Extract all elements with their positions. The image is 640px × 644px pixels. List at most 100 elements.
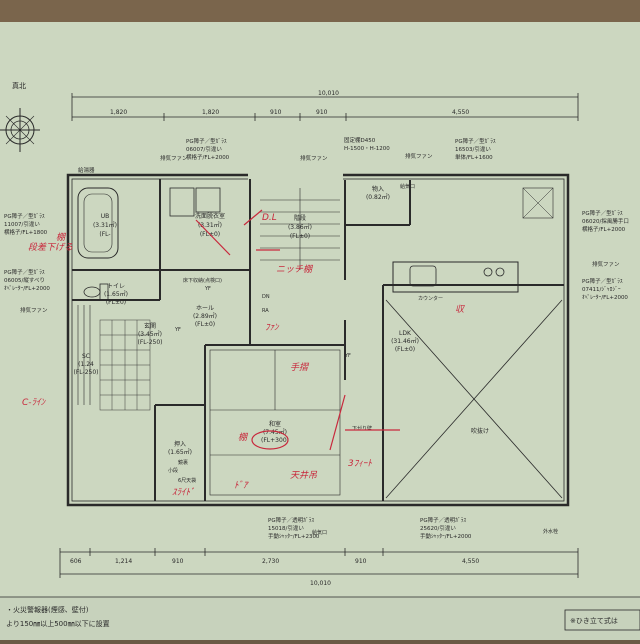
bottom-dimension-2: 1,214: [115, 558, 132, 565]
fire-alarm-note: ・火災警報器(煙感、壁付): [6, 605, 89, 614]
yf-label-1: YF: [174, 327, 181, 333]
bottom-dimension-6: 4,550: [462, 558, 479, 565]
window-ldk-bottom-line2: 25620/引違い: [420, 524, 456, 532]
top-dimension-lines: [71, 93, 579, 121]
handwritten-mark-5: 3ﾌｨｰﾄ: [348, 459, 372, 469]
room-toilet-area: (1.65㎡): [104, 290, 128, 298]
room-ldk-area: (31.46㎡): [391, 337, 419, 345]
underfloor-storage-label: 床下収納(点検口): [183, 277, 222, 284]
handwritten-mark-4: ﾄﾞｱ: [234, 480, 249, 491]
room-stairs-level: (FL±0): [290, 233, 310, 240]
legend-area: [0, 597, 640, 640]
note-box: [564, 609, 640, 631]
room-ldk-level: (FL±0): [395, 346, 415, 353]
ceiling-storage-label: 6尺天袋: [178, 477, 196, 484]
window-washroom-line2: 06007/引違い: [186, 145, 222, 153]
exhaust-fan-label-3: 排気ファン: [405, 152, 433, 160]
small-step-label: 小段: [168, 467, 178, 474]
room-sc-level: (FL-250): [74, 369, 99, 376]
window-bath-line3: 横格子/FL+1800: [4, 228, 48, 236]
handwritten-arrow-a: 棚: [238, 432, 249, 443]
room-toilet-level: (FL±0): [106, 299, 126, 306]
bottom-dimension-1: 606: [70, 558, 82, 565]
handwritten-mark-1: 手摺: [290, 362, 310, 373]
window-kitchen-line3: 横格子/FL+2000: [582, 225, 626, 233]
room-ub-name: UB: [101, 213, 110, 220]
top-dimension-3: 910: [270, 109, 282, 116]
fixed-shelf-line2: H-1500・H-1200: [344, 146, 390, 152]
room-entrance-level: (FL-250): [138, 339, 163, 346]
window-toilet-line2: 06005/縦すべり: [4, 276, 45, 284]
paper-sheet: [0, 22, 640, 640]
handwritten-c-line: C-ﾗｲﾝ: [22, 398, 47, 408]
window-storage-line1: PG障子／型ｶﾞﾗｽ: [455, 137, 496, 145]
room-ub-area: (3.31㎡): [93, 221, 117, 229]
bottom-dimension-5: 910: [355, 558, 367, 565]
washer-icon: [195, 187, 221, 213]
window-washitsu-line2: 15018/引違い: [268, 524, 304, 532]
room-hall-area: (2.89㎡): [193, 312, 217, 320]
water-heater-label: 給湯器: [78, 166, 95, 174]
room-oshiire-area: (1.65㎡): [168, 448, 192, 456]
top-dimension-5: 4,550: [452, 109, 469, 116]
kitchen-counter: [392, 261, 519, 293]
window-washroom-line1: PG障子／型ｶﾞﾗｽ: [186, 137, 227, 145]
window-ldk-bottom-line1: PG障子／透明ｶﾞﾗｽ: [420, 516, 466, 524]
room-entrance-area: (3.45㎡): [138, 330, 162, 338]
window-toilet-line1: PG障子／型ｶﾞﾗｽ: [4, 268, 45, 276]
room-stairs-name: 階段: [294, 214, 306, 222]
bottom-dimension-lines: [59, 548, 579, 578]
bottom-dimension-3: 910: [172, 558, 184, 565]
fridge-space: [522, 187, 554, 219]
room-washitsu-area: (7.45㎡): [263, 428, 287, 436]
sink-icon: [409, 265, 437, 287]
exhaust-fan-label-4: 排気ファン: [20, 306, 48, 314]
window-washroom-line3: 横格子/FL+2000: [186, 153, 230, 161]
staircase: [260, 188, 340, 270]
room-ldk-name: LDK: [399, 330, 412, 337]
void-label: 吹抜け: [471, 427, 489, 435]
interior-walls: [72, 179, 564, 501]
mirror-label: 鏡裏: [178, 459, 188, 466]
north-label: 真北: [12, 81, 26, 90]
room-washitsu-level: (FL+300): [261, 437, 289, 444]
intake-label-2: 給気口: [400, 183, 415, 190]
tatami-grid: [209, 349, 341, 496]
handwritten-red-lines: [195, 209, 400, 451]
intake-label: 給気口: [312, 529, 327, 536]
hikitate-note: ※ひき立て式は: [570, 616, 618, 625]
top-dimension-2: 1,820: [202, 109, 219, 116]
top-total-dimension: 10,010: [318, 90, 339, 97]
room-ub-level: (FL-: [99, 231, 110, 238]
window-kitchen-line1: PG障子／型ｶﾞﾗｽ: [582, 209, 623, 217]
bathtub-icon: [77, 187, 119, 259]
void-cross: [385, 299, 563, 499]
handwritten-niche-shelf: ニッチ棚: [276, 264, 314, 275]
window-toilet-line3: ｵﾍﾟﾚｰﾀｰ/FL+2000: [4, 285, 50, 292]
handwritten-arrow-b: ﾌｧﾝ: [265, 323, 280, 333]
room-washroom-name: 洗面脱衣室: [195, 212, 225, 220]
wall-notch: [248, 168, 343, 180]
room-sc-area: (1.24: [78, 361, 94, 368]
window-ldk-line3: ｵﾍﾟﾚｰﾀｰ/FL+2000: [582, 294, 628, 301]
handwritten-shelf-note: 棚: [56, 232, 67, 243]
yf-label-3: YF: [344, 353, 351, 359]
exhaust-fan-label-2: 排気ファン: [300, 154, 328, 162]
handwritten-mark-2: 天井吊: [290, 470, 318, 481]
window-washitsu-line1: PG障子／透明ｶﾞﾗｽ: [268, 516, 314, 524]
top-dimension-4: 910: [316, 109, 328, 116]
genkan-tile-grid: [99, 319, 151, 411]
washbasin-icon: [169, 187, 195, 217]
window-kitchen-line2: 06020/採風勝手口: [582, 217, 629, 225]
top-dimension-1: 1,820: [110, 109, 127, 116]
room-closet-name: 物入: [372, 185, 384, 193]
handwritten-mark-3: ｽﾗｲﾄﾞ: [172, 487, 195, 498]
north-arrow-icon: [0, 108, 40, 152]
window-bath-line1: PG障子／型ｶﾞﾗｽ: [4, 212, 45, 220]
room-stairs-area: (3.86㎡): [288, 223, 312, 231]
room-sc-name: SC: [82, 353, 90, 360]
window-ldk-line1: PG障子／型ｶﾞﾗｽ: [582, 277, 623, 285]
drop-wall-label: 下がり壁: [352, 425, 372, 432]
